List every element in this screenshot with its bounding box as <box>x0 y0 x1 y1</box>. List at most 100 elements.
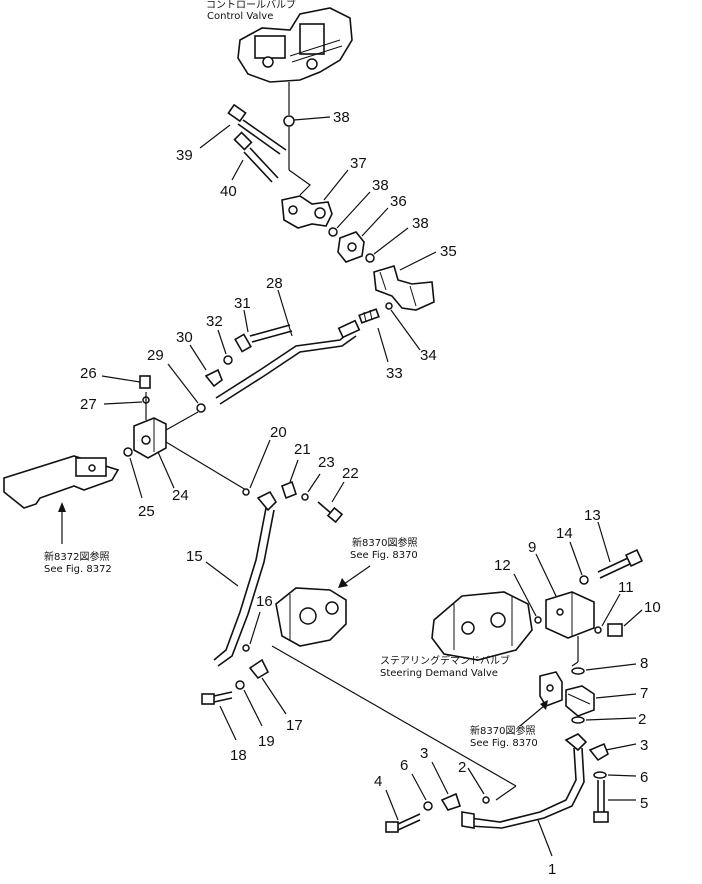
o-ring-8 <box>571 667 585 675</box>
part-number-22: 22 <box>342 465 359 482</box>
part-number-18: 18 <box>230 747 247 764</box>
part-number-21: 21 <box>294 441 311 458</box>
ref-8370b-label-jp: 新8370図参照 <box>470 724 535 737</box>
control-valve-assembly <box>237 7 353 83</box>
bolt-39 <box>227 103 287 155</box>
plug-26 <box>139 375 151 389</box>
part-number-37: 37 <box>350 155 367 172</box>
part-number-1: 1 <box>548 861 556 878</box>
part-number-2b: 2 <box>458 759 466 776</box>
part-number-26: 26 <box>80 365 97 382</box>
washer-19 <box>235 680 245 690</box>
pump-ref-8370 <box>275 587 347 647</box>
elbow-35 <box>373 265 435 311</box>
o-ring-20 <box>242 488 250 496</box>
clamp-3b <box>440 792 462 811</box>
part-number-38b: 38 <box>372 177 389 194</box>
washer-23 <box>301 493 309 501</box>
part-number-31: 31 <box>234 295 251 312</box>
washer-11 <box>594 626 602 634</box>
clamp-17 <box>248 658 270 680</box>
part-number-24: 24 <box>172 487 189 504</box>
part-number-29: 29 <box>147 347 164 364</box>
part-number-27: 27 <box>80 396 97 413</box>
bolt-22 <box>317 501 344 524</box>
bolt-31 <box>234 324 293 353</box>
part-number-10: 10 <box>644 599 661 616</box>
o-ring-38c <box>365 253 375 263</box>
part-number-8: 8 <box>640 655 648 672</box>
part-number-14: 14 <box>556 525 573 542</box>
part-number-23: 23 <box>318 454 335 471</box>
part-number-4: 4 <box>374 773 382 790</box>
ref-8370a-label-en: See Fig. 8370 <box>350 550 418 561</box>
pipe-15 <box>213 490 278 667</box>
clamp-21 <box>281 480 297 500</box>
steering-valve-label-en: Steering Demand Valve <box>380 668 498 679</box>
o-ring-2b <box>482 796 490 804</box>
pipe-1 <box>461 733 588 829</box>
part-number-30: 30 <box>176 329 193 346</box>
part-number-33: 33 <box>386 365 403 382</box>
control-valve-label-en: Control Valve <box>207 11 273 22</box>
part-number-35: 35 <box>440 243 457 260</box>
part-number-3b: 3 <box>420 745 428 762</box>
part-number-2a: 2 <box>638 711 646 728</box>
ref-8372-label-en: See Fig. 8372 <box>44 564 112 575</box>
nipple-33 <box>358 308 380 324</box>
bolt-5 <box>593 780 609 823</box>
washer-14 <box>579 575 589 585</box>
clamp-30 <box>204 368 223 388</box>
bolt-18 <box>201 691 233 705</box>
part-number-16: 16 <box>256 593 273 610</box>
part-number-17: 17 <box>286 717 303 734</box>
part-number-19: 19 <box>258 733 275 750</box>
part-number-32: 32 <box>206 313 223 330</box>
fitting-ref-8370b <box>539 671 563 707</box>
washer-6b <box>423 801 433 811</box>
clamp-3a <box>588 742 609 762</box>
part-number-9: 9 <box>528 539 536 556</box>
o-ring-38a <box>283 115 295 127</box>
part-number-39: 39 <box>176 147 193 164</box>
control-valve-label-jp: コントロールバルブ <box>206 0 296 11</box>
o-ring-12 <box>534 616 542 624</box>
washer-6a <box>593 771 607 779</box>
part-number-12: 12 <box>494 557 511 574</box>
ref-arrow-8370a <box>343 565 371 585</box>
ref-arrow-8370b <box>519 705 545 727</box>
ref-8372-label-jp: 新8372図参照 <box>44 550 109 563</box>
o-ring-34 <box>385 302 393 310</box>
bolt-13 <box>597 548 644 579</box>
o-ring-16 <box>242 644 250 652</box>
steering-demand-valve <box>431 591 533 661</box>
part-number-7: 7 <box>640 685 648 702</box>
part-number-38c: 38 <box>412 215 429 232</box>
part-number-25: 25 <box>138 503 155 520</box>
bolt-40 <box>233 131 279 183</box>
spacer-7 <box>565 685 595 717</box>
steering-valve-label-jp: ステアリングデマンドバルブ <box>380 654 510 667</box>
part-number-3a: 3 <box>640 737 648 754</box>
part-number-15: 15 <box>186 548 203 565</box>
part-number-36: 36 <box>390 193 407 210</box>
ref-8370a-label-jp: 新8370図参照 <box>352 536 417 549</box>
part-number-13: 13 <box>584 507 601 524</box>
part-number-5: 5 <box>640 795 648 812</box>
part-number-40: 40 <box>220 183 237 200</box>
part-number-38a: 38 <box>333 109 350 126</box>
part-number-6a: 6 <box>640 769 648 786</box>
o-ring-29 <box>196 403 206 413</box>
part-number-28: 28 <box>266 275 283 292</box>
bolt-10 <box>607 623 623 637</box>
o-ring-2a <box>571 716 585 724</box>
washer-32 <box>223 355 233 365</box>
block-9 <box>545 591 595 639</box>
part-number-11: 11 <box>618 579 634 596</box>
plate-ref-8372 <box>3 455 120 509</box>
flange-37 <box>281 195 333 229</box>
part-number-20: 20 <box>270 424 287 441</box>
pipe-28 <box>215 319 361 405</box>
o-ring-25 <box>123 447 133 457</box>
